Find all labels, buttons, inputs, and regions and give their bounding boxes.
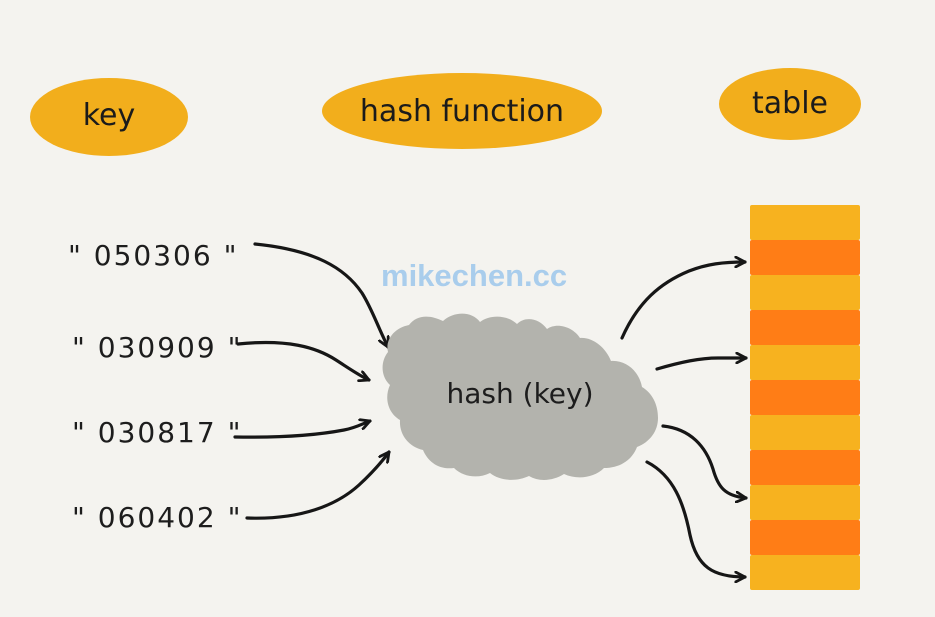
table-row-3 bbox=[750, 275, 860, 310]
key-header: key bbox=[30, 78, 188, 156]
table-row-11 bbox=[750, 555, 860, 590]
input-arrow-3 bbox=[233, 421, 372, 439]
table-header-pill bbox=[719, 68, 861, 140]
table-row-6 bbox=[750, 380, 860, 415]
table-row-8 bbox=[750, 450, 860, 485]
hash-cloud bbox=[382, 313, 658, 480]
input-arrow-2 bbox=[236, 340, 371, 380]
table-header: table bbox=[719, 68, 861, 140]
key-item-4: " 060402 " bbox=[72, 501, 242, 534]
key-item-1: " 050306 " bbox=[68, 239, 238, 272]
table-row-9 bbox=[750, 485, 860, 520]
output-arrows bbox=[620, 262, 748, 577]
hash-table bbox=[750, 205, 860, 590]
input-arrow-1 bbox=[253, 242, 388, 349]
table-header-label: table bbox=[752, 86, 828, 121]
key-item-2: " 030909 " bbox=[72, 331, 242, 364]
output-arrow-2 bbox=[655, 358, 748, 371]
header-row: key hash function table bbox=[30, 68, 861, 156]
keys-list: " 050306 " " 030909 " " 030817 " " 06040… bbox=[68, 239, 242, 534]
input-arrows bbox=[233, 242, 391, 520]
output-arrow-3 bbox=[661, 424, 748, 498]
watermark-group: mikechen.cc bbox=[381, 258, 567, 293]
hash-function-header-pill bbox=[322, 73, 602, 149]
table-row-2 bbox=[750, 240, 860, 275]
hash-function-header-label: hash function bbox=[360, 94, 564, 129]
table-row-4 bbox=[750, 310, 860, 345]
key-item-3: " 030817 " bbox=[72, 416, 242, 449]
key-header-label: key bbox=[83, 98, 136, 133]
hash-function-label: hash (key) bbox=[447, 377, 594, 410]
output-arrow-4 bbox=[645, 460, 747, 577]
hash-function-header: hash function bbox=[322, 73, 602, 149]
table-row-10 bbox=[750, 520, 860, 555]
hash-cloud-group: hash (key) bbox=[382, 313, 658, 480]
table-row-5 bbox=[750, 345, 860, 380]
output-arrow-1 bbox=[620, 262, 747, 340]
key-header-pill bbox=[30, 78, 188, 156]
table-row-1 bbox=[750, 205, 860, 240]
watermark-text: mikechen.cc bbox=[381, 258, 567, 293]
input-arrow-4 bbox=[245, 450, 391, 520]
table-row-7 bbox=[750, 415, 860, 450]
